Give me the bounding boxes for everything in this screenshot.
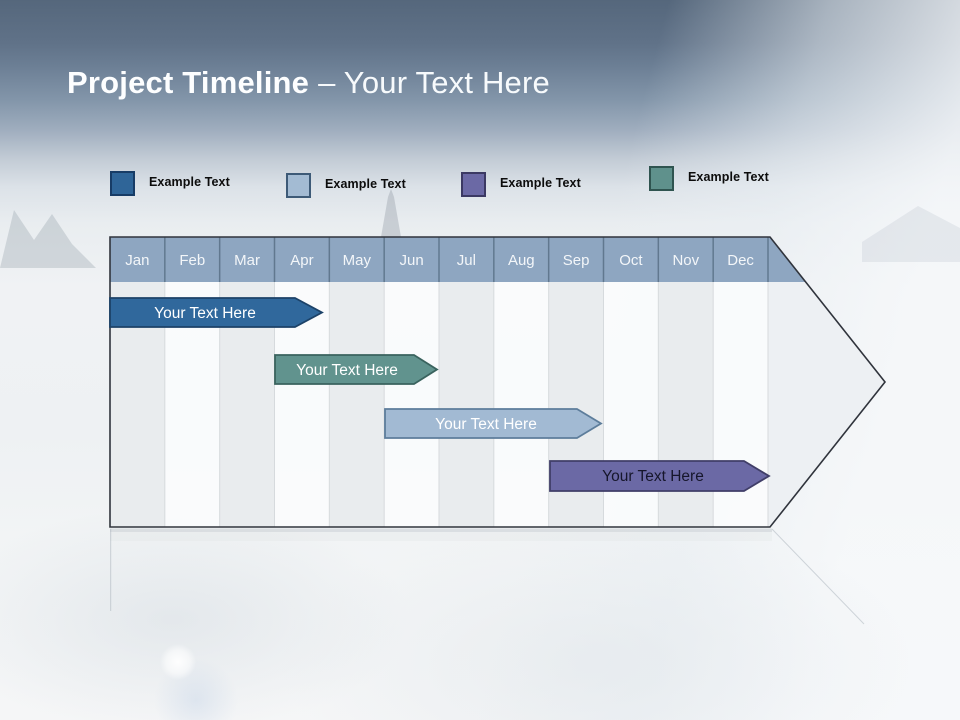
page-title: Project Timeline– Your Text Here (67, 62, 550, 104)
banner-reflection-diagonal-line (771, 528, 865, 625)
legend-label: Example Text (500, 176, 581, 190)
month-label: Dec (727, 252, 754, 269)
month-label: Feb (179, 252, 205, 269)
legend-item: Example Text (461, 172, 581, 197)
month-label: Nov (672, 252, 699, 269)
timeline-bar-4 (549, 460, 771, 492)
month-label: Mar (234, 252, 260, 269)
month-header-dividers (164, 237, 769, 282)
month-labels: Jan Feb Mar Apr May Jun Jul Aug Sep Oct … (125, 252, 754, 269)
month-label: Jul (457, 252, 476, 269)
month-label: Jun (400, 252, 424, 269)
timeline-bar-2-label: Your Text Here (296, 362, 398, 379)
title-suffix: – Your Text Here (318, 65, 550, 100)
legend-label: Example Text (325, 177, 406, 191)
legend-swatch-lightblue (286, 173, 311, 198)
timeline-bar-1 (109, 297, 324, 328)
legend-swatch-darkblue (110, 171, 135, 196)
legend-label: Example Text (149, 175, 230, 189)
statue-silhouette (381, 189, 401, 237)
legend-swatch-purple (461, 172, 486, 197)
month-label: Aug (508, 252, 535, 269)
month-label: Sep (563, 252, 590, 269)
timeline-bar-1-label: Your Text Here (154, 305, 256, 322)
mountain-silhouette-right (862, 206, 960, 262)
month-label: Apr (290, 252, 313, 269)
timeline-bar-4-label: Your Text Here (602, 468, 704, 485)
legend-item: Example Text (649, 166, 769, 191)
legend-swatch-teal (649, 166, 674, 191)
timeline-bar-3-label: Your Text Here (435, 416, 537, 433)
month-label: Jan (125, 252, 149, 269)
legend-label: Example Text (688, 170, 769, 184)
month-stripe (439, 282, 494, 527)
arrowhead-fill (768, 282, 885, 527)
banner-reflection-strip (110, 528, 772, 532)
timeline-bar-2 (274, 354, 439, 385)
month-header-band (110, 237, 806, 282)
mountain-silhouette-left (0, 210, 96, 268)
month-label: Oct (619, 252, 643, 269)
timeline-banner-outline (109, 236, 887, 528)
month-stripe (329, 282, 385, 527)
title-main: Project Timeline (67, 65, 310, 100)
legend-item: Example Text (286, 173, 406, 198)
timeline-bar-3 (384, 408, 603, 439)
legend-item: Example Text (110, 171, 230, 196)
banner-reflection-fade (110, 532, 772, 541)
month-label: May (343, 252, 372, 269)
